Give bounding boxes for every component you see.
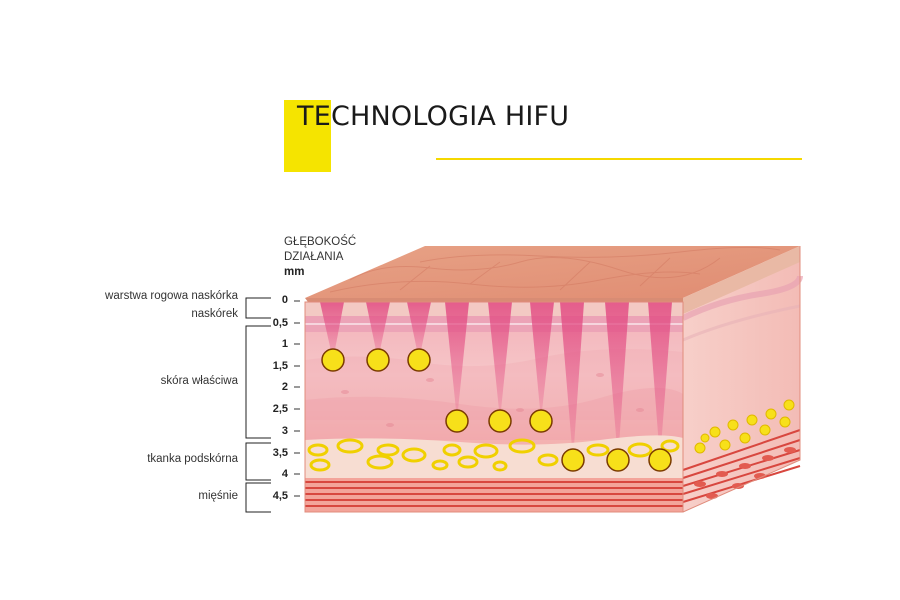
bracket-subcutaneous [245, 442, 271, 481]
title-accent-block [284, 100, 331, 172]
depth-tick-label: 0,5 [272, 317, 288, 329]
focal-point [606, 448, 630, 472]
skin-surface-texture [329, 246, 781, 293]
depth-ticks [294, 300, 300, 497]
focal-point [648, 448, 672, 472]
layer-label-dermis: skóra właściwa [160, 375, 238, 387]
page-title: TECHNOLOGIA HIFU [297, 101, 570, 132]
muscle-fibers [305, 481, 683, 507]
depth-tick-label: 4,5 [272, 490, 288, 502]
depth-tick-label: 0 [281, 294, 288, 306]
depth-tick-label: 1,5 [272, 360, 288, 372]
depth-header: GŁĘBOKOŚĆ DZIAŁANIA mm [284, 235, 356, 280]
focal-point [407, 348, 431, 372]
side-fat-cells [694, 399, 795, 454]
depth-tick-label: 2 [281, 381, 288, 393]
layer-brackets [245, 297, 271, 513]
depth-tick-label: 3 [281, 425, 288, 437]
focal-point [529, 409, 553, 433]
layer-label-stratum-corneum: warstwa rogowa naskórka [105, 290, 238, 302]
bracket-epidermis [245, 297, 271, 319]
depth-header-line1: GŁĘBOKOŚĆ [284, 236, 357, 248]
focal-point [321, 348, 345, 372]
layer-label-epidermis: naskórek [191, 308, 238, 320]
title-underline [436, 158, 802, 160]
focal-points [321, 348, 672, 472]
depth-tick-label: 3,5 [272, 447, 288, 459]
fat-cells [307, 438, 680, 472]
focal-point [366, 348, 390, 372]
focal-point [561, 448, 585, 472]
depth-header-line2: DZIAŁANIA [284, 251, 344, 263]
dermis-cells [341, 373, 644, 427]
depth-tick-label: 1 [281, 338, 288, 350]
bracket-dermis [245, 325, 271, 439]
depth-tick-label: 2,5 [272, 403, 288, 415]
layer-label-muscle: mięśnie [198, 490, 238, 502]
layer-label-subcutaneous: tkanka podskórna [147, 453, 238, 465]
depth-tick-label: 4 [281, 468, 288, 480]
focal-point [488, 409, 512, 433]
focal-point [445, 409, 469, 433]
depth-header-unit: mm [284, 266, 305, 278]
skin-top-surface [305, 246, 800, 298]
bracket-muscle [245, 482, 271, 513]
ultrasound-beams [320, 302, 672, 460]
